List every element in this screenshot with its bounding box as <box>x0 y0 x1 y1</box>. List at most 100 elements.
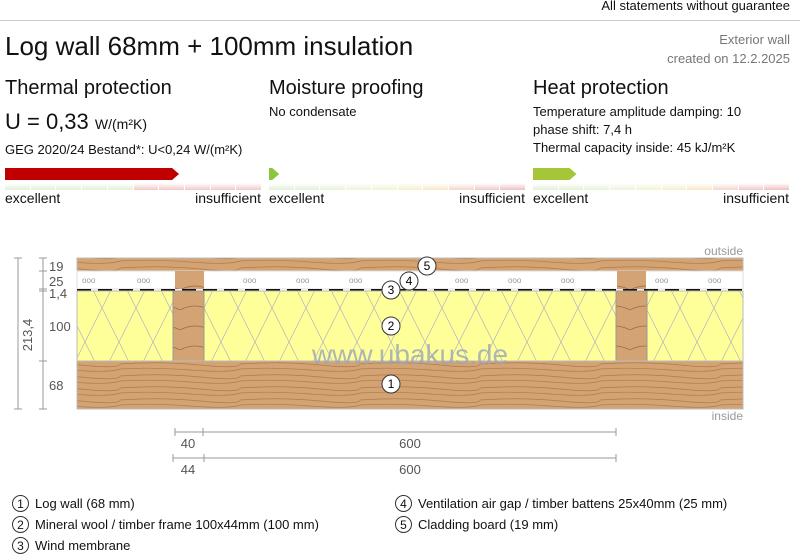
scale-segment <box>346 183 371 190</box>
legend-number: 3 <box>12 537 29 554</box>
log-wall <box>76 360 744 410</box>
dim-stud-spacing: 600 <box>399 462 421 477</box>
watermark: www.ubakus.de <box>311 339 508 370</box>
legend-label: Cladding board (19 mm) <box>418 517 559 532</box>
scale-low: excellent <box>5 190 61 206</box>
svg-text:ooo: ooo <box>349 276 363 285</box>
legend-number: 4 <box>395 495 412 512</box>
divider <box>0 20 800 21</box>
scale-segment <box>687 183 712 190</box>
scale-high: insufficient <box>723 190 789 206</box>
svg-text:ooo: ooo <box>655 276 669 285</box>
svg-text:ooo: ooo <box>455 276 469 285</box>
scale-segment <box>269 183 294 190</box>
scale-segment <box>320 183 346 190</box>
legend-number: 2 <box>12 516 29 533</box>
scale-segment <box>184 183 210 190</box>
svg-text:ooo: ooo <box>82 276 96 285</box>
svg-text:ooo: ooo <box>561 276 575 285</box>
legend-item: 1 Log wall (68 mm) <box>12 493 319 514</box>
scale-segment <box>30 183 56 190</box>
heat-protection-panel: Heat protection Temperature amplitude da… <box>533 77 790 206</box>
legend-item: 4 Ventilation air gap / timber battens 25… <box>395 493 727 514</box>
meta: Exterior wall created on 12.2.2025 <box>667 30 790 68</box>
scale-segment <box>448 183 474 190</box>
thermal-heading: Thermal protection <box>5 77 172 99</box>
rating-scale <box>269 183 526 190</box>
scale-segment <box>397 183 423 190</box>
disclaimer: All statements without guarantee <box>601 0 790 13</box>
u-value-unit: W/(m²K) <box>94 116 147 132</box>
scale-low: excellent <box>269 190 325 206</box>
marker-3: 3 <box>388 283 395 297</box>
scale-segment <box>210 183 236 190</box>
scale-segment <box>107 183 133 190</box>
scale-segment <box>533 183 558 190</box>
moisture-proofing-panel: Moisture proofing No condensate excellen… <box>269 77 526 206</box>
legend-label: Wind membrane <box>35 538 131 553</box>
timber-frame-stud <box>615 290 648 362</box>
svg-text:ooo: ooo <box>508 276 522 285</box>
component-type: Exterior wall <box>719 32 790 47</box>
svg-text:ooo: ooo <box>708 276 722 285</box>
legend-number: 5 <box>395 516 412 533</box>
scale-segment <box>661 183 687 190</box>
legend-item: 3 Wind membrane <box>12 535 319 556</box>
scale-segment <box>82 183 107 190</box>
amplitude-damping: Temperature amplitude damping: 10 <box>533 104 742 119</box>
batten <box>175 271 204 289</box>
u-value: U = 0,33 W/(m²K) <box>5 109 261 135</box>
moisture-heading: Moisture proofing <box>269 77 424 99</box>
marker-2: 2 <box>388 319 395 333</box>
scale-segment <box>712 183 738 190</box>
scale-segment <box>474 183 500 190</box>
moisture-text: No condensate <box>269 104 357 119</box>
heat-rating-bar <box>533 168 577 180</box>
scale-low: excellent <box>533 190 589 206</box>
scale-segment <box>423 183 448 190</box>
legend-item: 5 Cladding board (19 mm) <box>395 514 727 535</box>
dim-insulation: 100 <box>49 319 71 334</box>
marker-4: 4 <box>406 274 413 288</box>
marker-1: 1 <box>388 377 395 391</box>
heat-heading: Heat protection <box>533 77 669 99</box>
scale-segment <box>738 183 764 190</box>
moisture-rating-bar <box>269 168 279 180</box>
dim-batten-spacing: 600 <box>399 436 421 451</box>
scale-high: insufficient <box>459 190 525 206</box>
dim-cladding: 19 <box>49 259 63 274</box>
dim-air-gap: 25 <box>49 274 63 289</box>
cladding-board <box>76 257 744 272</box>
dim-stud-width: 44 <box>181 462 195 477</box>
created-date: created on 12.2.2025 <box>667 51 790 66</box>
geg-requirement: GEG 2020/24 Bestand*: U<0,24 W/(m²K) <box>5 142 243 157</box>
scale-segment <box>584 183 610 190</box>
rating-scale <box>5 183 262 190</box>
outside-label: outside <box>704 244 743 258</box>
scale-segment <box>294 183 320 190</box>
timber-frame-stud <box>172 290 205 362</box>
thermal-capacity: Thermal capacity inside: 45 kJ/m²K <box>533 140 736 155</box>
legend-label: Log wall (68 mm) <box>35 496 135 511</box>
page-title: Log wall 68mm + 100mm insulation <box>5 31 414 61</box>
marker-5: 5 <box>424 259 431 273</box>
scale-segment <box>500 183 526 190</box>
dim-log: 68 <box>49 378 63 393</box>
thermal-rating-bar <box>5 168 179 180</box>
scale-high: insufficient <box>195 190 261 206</box>
svg-text:ooo: ooo <box>243 276 257 285</box>
phase-shift: phase shift: 7,4 h <box>533 122 633 137</box>
scale-segment <box>56 183 82 190</box>
dim-membrane: 1,4 <box>49 286 67 301</box>
scale-segment <box>5 183 30 190</box>
scale-segment <box>558 183 584 190</box>
scale-segment <box>133 183 159 190</box>
total-thickness: 213,4 <box>20 319 35 352</box>
u-value-number: U = 0,33 <box>5 109 89 134</box>
legend-label: Ventilation air gap / timber battens 25x… <box>418 496 728 511</box>
scale-segment <box>236 183 262 190</box>
batten <box>617 271 646 289</box>
legend-number: 1 <box>12 495 29 512</box>
